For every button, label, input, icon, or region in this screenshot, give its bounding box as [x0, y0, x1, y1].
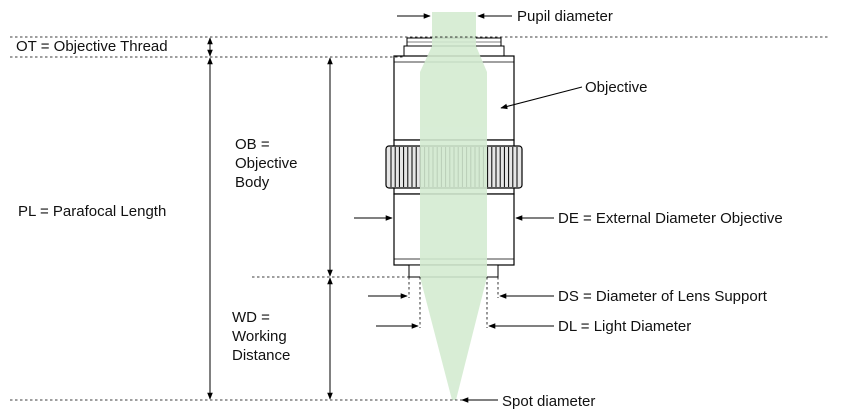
objective-pointer-arrow — [500, 86, 583, 110]
dimension-arrows — [207, 13, 583, 403]
spot-diameter-label: Spot diameter — [502, 393, 596, 410]
objective-thread-label: OT = Objective Thread — [16, 38, 168, 55]
objective-label: Objective — [585, 79, 648, 96]
reference-lines — [10, 36, 830, 401]
light-beam — [420, 12, 487, 400]
external-diameter-label: DE = External Diameter Objective — [558, 210, 783, 227]
parafocal-length-label: PL = Parafocal Length — [18, 203, 167, 220]
pupil-diameter-label: Pupil diameter — [517, 8, 613, 25]
light-diameter-label: DL = Light Diameter — [558, 318, 692, 335]
lens-support-diameter-label: DS = Diameter of Lens Support — [558, 288, 767, 305]
working-distance-label: WD = Working Distance — [232, 309, 291, 364]
objective-body-label: OB = Objective Body — [235, 136, 298, 191]
